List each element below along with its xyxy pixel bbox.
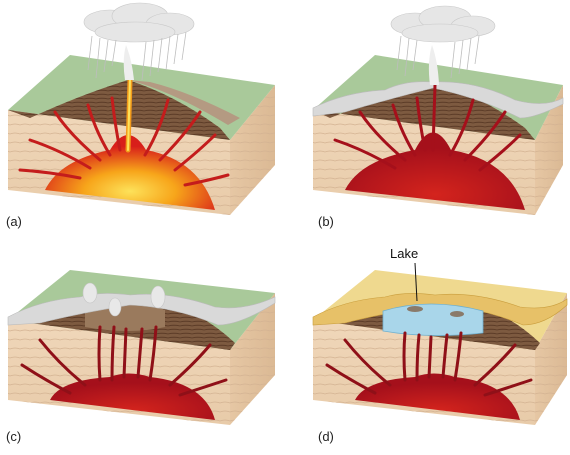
dikes (333, 83, 522, 172)
ash-deposit (312, 81, 564, 119)
panel-label-d: (d) (318, 429, 334, 444)
panel-label-a: (a) (6, 214, 22, 229)
lake-pointer (414, 262, 418, 302)
ash-cloud (83, 2, 195, 43)
lake-islands (407, 306, 464, 317)
magma-chamber (355, 373, 520, 420)
panel-d (312, 262, 568, 425)
panel-c (7, 270, 276, 425)
magma-chamber (50, 373, 215, 420)
dikes (20, 325, 228, 397)
rain (396, 35, 480, 79)
magma-chamber (345, 132, 525, 210)
caldera-depression (85, 302, 165, 331)
ash-cloud (390, 5, 496, 43)
rain (87, 31, 187, 81)
panel-a (8, 2, 275, 215)
steam-vents (82, 282, 166, 317)
magma-chamber (45, 135, 215, 210)
dikes (18, 77, 230, 187)
panel-label-c: (c) (6, 429, 22, 444)
panel-b (312, 5, 564, 215)
caldera-lake (382, 303, 484, 336)
eruption-column (123, 45, 134, 80)
dikes (325, 331, 533, 397)
lake-label: Lake (390, 246, 419, 261)
panel-label-b: (b) (318, 214, 334, 229)
